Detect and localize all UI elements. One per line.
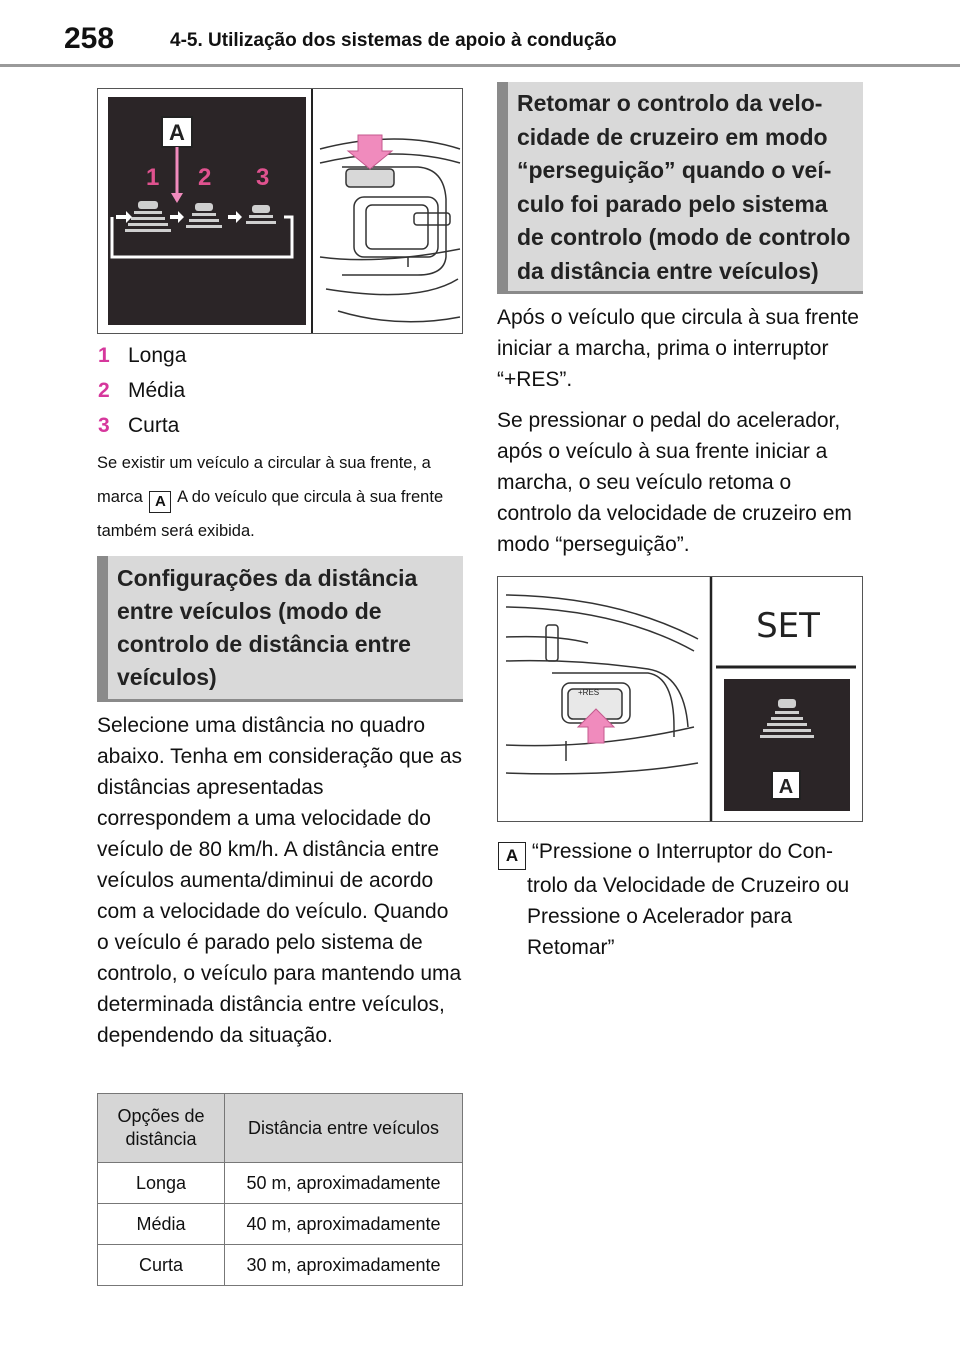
legend-item: 1 Longa (98, 338, 186, 373)
set-display-text: SET (756, 606, 820, 646)
car-icon-short (246, 205, 276, 224)
table-row: Média 40 m, aproximadamente (97, 1203, 463, 1245)
car-icon-long (125, 201, 171, 232)
note-before: Se existir um veículo a circular à sua f… (97, 454, 431, 506)
figure-resume-switch: +RES SET A (497, 576, 863, 822)
legend-label: Média (128, 379, 186, 402)
heading-line: Retomar o controlo da velo- (517, 90, 823, 116)
callout-a: A “Pressione o Interruptor do Con- trolo… (498, 836, 863, 963)
table-row: Curta 30 m, aproximadamente (97, 1244, 463, 1286)
column-header: Distância entre veículos (224, 1093, 463, 1163)
badge-a-icon: A (149, 491, 172, 513)
heading-line: cidade de cruzeiro em modo (517, 123, 828, 150)
label-3: 3 (256, 164, 269, 191)
legend: 1 Longa 2 Média 3 Curta (98, 338, 186, 443)
heading-line: Configurações da distância (117, 565, 418, 591)
table-header-row: Opções de distância Distância entre veíc… (97, 1093, 463, 1163)
pink-arrow-icon (346, 134, 394, 170)
body-text-resume: Após o veículo que circula à sua frente … (497, 302, 863, 570)
badge-a-icon: A (498, 842, 526, 870)
table-cell: 40 m, aproximadamente (224, 1203, 463, 1245)
legend-item: 3 Curta (98, 408, 186, 443)
heading-line: “perseguição” quando o veí- (517, 157, 832, 183)
paragraph: Selecione uma distância no quadro abaixo… (97, 714, 463, 1047)
table-cell: Longa (97, 1162, 225, 1204)
legend-number: 1 (98, 344, 110, 367)
legend-label: Curta (128, 414, 180, 437)
page-number: 258 (64, 22, 115, 55)
heading-line: entre veículos (modo de (117, 598, 382, 624)
label-2: 2 (198, 164, 211, 191)
body-text-distance: Selecione uma distância no quadro abaixo… (97, 710, 463, 1061)
badge-a-text: A (169, 120, 185, 145)
heading-line: de controlo (modo de controlo (517, 224, 851, 250)
label-1: 1 (146, 164, 159, 191)
heading-line: da distância entre veículos) (517, 257, 819, 284)
legend-item: 2 Média (98, 373, 186, 408)
legend-label: Longa (128, 344, 187, 367)
table-cell: Média (97, 1203, 225, 1245)
pink-arrow-icon (576, 708, 616, 744)
car-icon (760, 699, 814, 738)
legend-number: 2 (98, 379, 110, 402)
table-cell: Curta (97, 1244, 225, 1286)
table-cell: 50 m, aproximadamente (224, 1162, 463, 1204)
heading-line: controlo de distância entre (117, 631, 411, 657)
paragraph: Após o veículo que circula à sua frente … (497, 306, 859, 391)
section-heading-resume: Retomar o controlo da velo- cidade de cr… (497, 82, 863, 294)
callout-first-line: A “Pressione o Interruptor do Con- (498, 836, 863, 870)
distance-table: Opções de distância Distância entre veíc… (97, 1093, 463, 1286)
badge-a-text: A (779, 776, 793, 798)
note-text: Se existir um veículo a circular à sua f… (97, 446, 467, 548)
heading-line: culo foi parado pelo sistema (517, 190, 828, 217)
badge-a-box (771, 770, 801, 800)
column-header: Opções de distância (97, 1093, 225, 1163)
note-after: A do veículo que circula à sua frente ta… (97, 488, 444, 540)
header-rule (0, 64, 960, 67)
table-cell: 30 m, aproximadamente (224, 1244, 463, 1286)
res-switch-label: +RES (578, 688, 599, 697)
running-header: 4-5. Utilização dos sistemas de apoio à … (170, 30, 617, 51)
callout-text-rest: trolo da Velocidade de Cruzeiro ou Press… (527, 874, 850, 959)
figure-distance-display: A 1 2 3 (97, 88, 463, 334)
heading-line: veículos) (117, 664, 217, 690)
steering-switch-drawing (319, 138, 461, 323)
badge-a-box (161, 116, 193, 148)
table-row: Longa 50 m, aproximadamente (97, 1162, 463, 1204)
steering-switch-drawing (505, 594, 699, 775)
section-heading-distance-settings: Configurações da distância entre veículo… (97, 556, 463, 702)
car-icon-medium (186, 203, 222, 228)
callout-text: “Pressione o Interruptor do Con- (531, 840, 833, 863)
paragraph: Se pressionar o pedal do acelerador, apó… (497, 409, 852, 556)
legend-number: 3 (98, 414, 110, 437)
